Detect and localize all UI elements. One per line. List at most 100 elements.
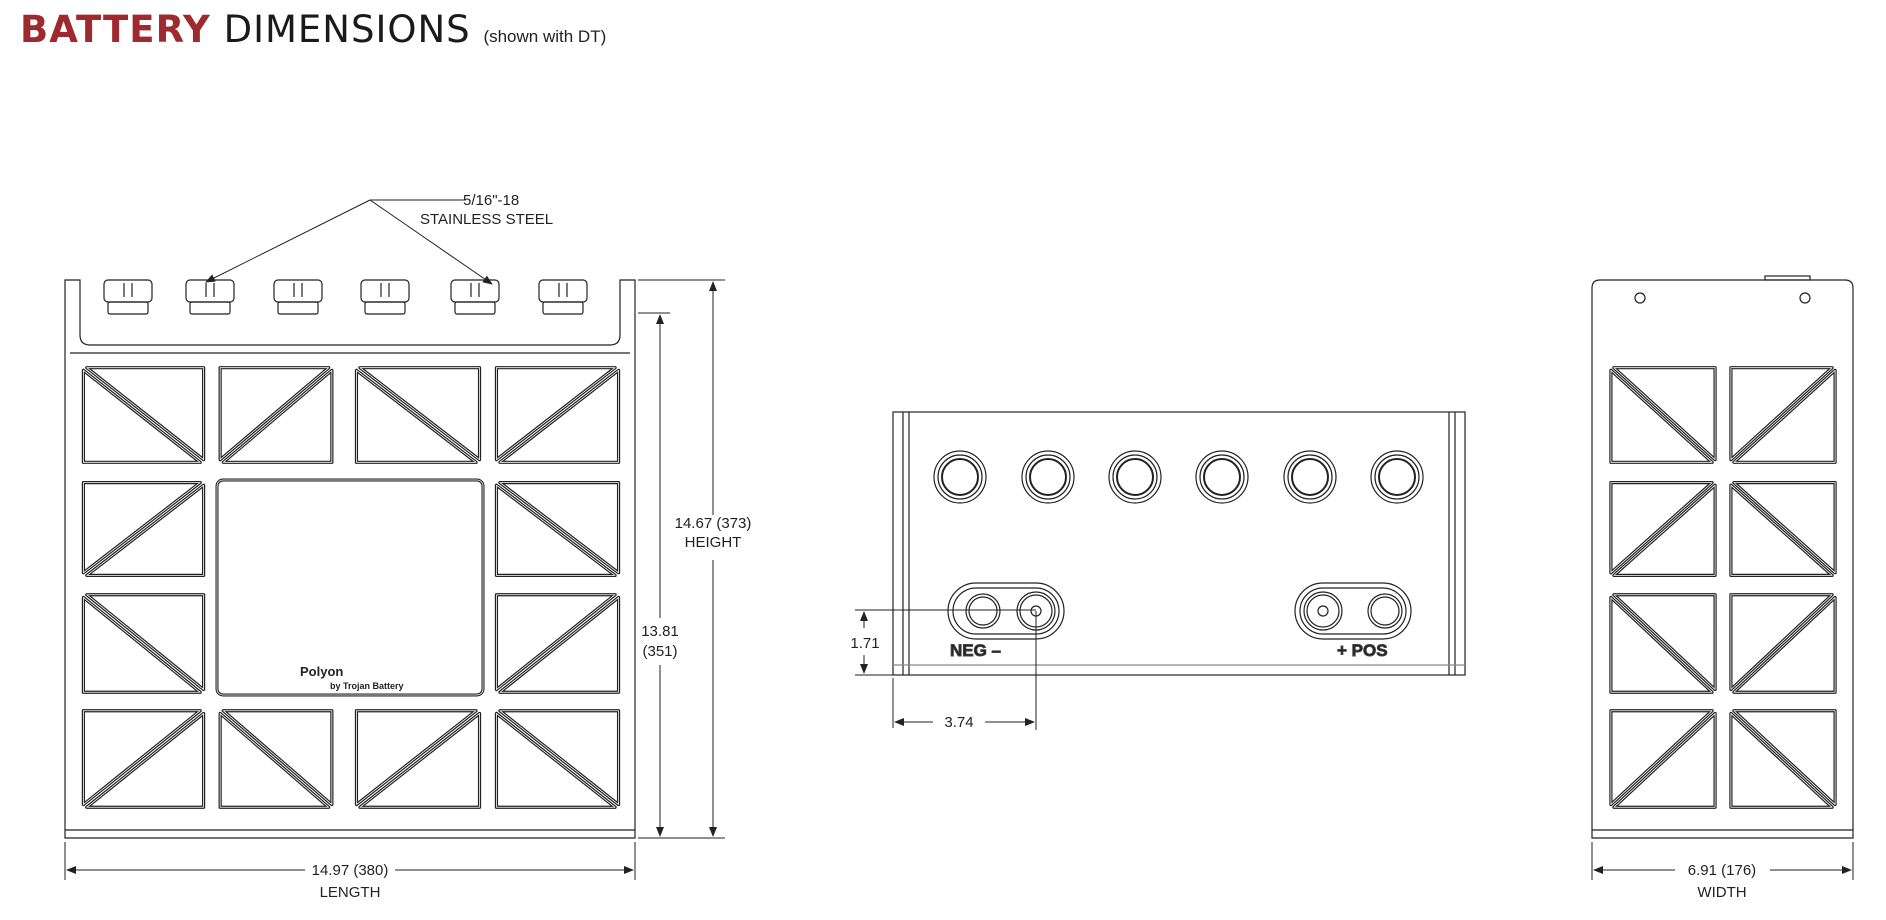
rib-triangle-inner (496, 367, 616, 461)
rib-triangle-inner (222, 710, 333, 805)
dim-1-71: 1.71 (850, 635, 879, 652)
rib-triangle-inner (1733, 369, 1836, 463)
title-battery: BATTERY (20, 8, 211, 51)
rib-triangle-inner (1730, 594, 1833, 690)
rib-triangle-inner (1733, 710, 1836, 805)
front-rib-pattern (81, 366, 621, 809)
center-label-panel (215, 478, 485, 697)
rib-triangle-inner (86, 367, 205, 461)
vent-cap-inner (1116, 458, 1154, 496)
vent-cap-inner (941, 458, 979, 496)
side-rib-pattern (1609, 366, 1837, 809)
vent-cap (103, 279, 153, 303)
rib-triangle-inner (1613, 713, 1716, 808)
rib-triangle-inner (1730, 367, 1833, 461)
vent-cap (185, 279, 235, 303)
rib-triangle-inner (1610, 710, 1713, 805)
page-title: BATTERY DIMENSIONS (shown with DT) (20, 8, 606, 51)
rib-triangle-inner (219, 367, 330, 461)
rib-triangle-inner (1613, 367, 1716, 461)
rib-triangle-inner (496, 713, 616, 808)
vent-cap-ring (1374, 454, 1420, 500)
rib-triangle-inner (1730, 713, 1833, 808)
top-outline (892, 411, 1466, 676)
vent-cap-inner (1029, 458, 1067, 496)
rib-triangle-inner (499, 597, 619, 693)
top-view (892, 411, 1466, 676)
vent-cap (360, 279, 410, 303)
front-body-outline (64, 279, 636, 839)
vent-cap-base (542, 301, 584, 315)
vent-cap-base (107, 301, 149, 315)
width-dimension (1591, 842, 1854, 880)
side-outline (1591, 279, 1854, 839)
rib-triangle-inner (499, 710, 619, 805)
vent-cap (538, 279, 588, 303)
rib-triangle-inner (1613, 484, 1716, 576)
pos-label: + POS (1337, 641, 1388, 660)
rib-triangle-inner (356, 710, 477, 805)
title-subtitle: (shown with DT) (483, 27, 607, 46)
vent-cap-base (277, 301, 319, 315)
rib-triangle-inner (222, 369, 333, 463)
vent-cap-outer (1195, 450, 1249, 504)
rib-triangle-inner (1610, 597, 1713, 693)
vent-cap-ring (1112, 454, 1158, 500)
vent-cap-outer (1370, 450, 1424, 504)
rib-triangle-inner (1733, 597, 1836, 693)
rib-triangle-inner (86, 713, 205, 808)
rib-triangle-inner (356, 369, 477, 463)
logo-brand: Polyon (300, 664, 343, 679)
vent-cap-ring (1287, 454, 1333, 500)
neg-label: NEG – (950, 641, 1001, 660)
logo-tagline: by Trojan Battery (330, 681, 404, 691)
width-value: 6.91 (176) (1688, 862, 1756, 879)
callout-material: STAINLESS STEEL (420, 211, 553, 228)
vent-cap-outer (933, 450, 987, 504)
vent-cap-ring (1025, 454, 1071, 500)
rib-triangle-inner (499, 482, 619, 574)
height-dimension (64, 279, 725, 880)
rib-triangle-inner (82, 369, 201, 463)
height-label: HEIGHT (685, 534, 742, 551)
length-value: 14.97 (380) (312, 862, 389, 879)
length-label: LENGTH (320, 884, 381, 901)
terminal-dimensions (855, 609, 1037, 730)
rib-triangle-inner (82, 482, 201, 574)
rib-triangle-inner (496, 484, 616, 576)
vent-cap-base (454, 301, 496, 315)
pos-terminal-link (1294, 582, 1412, 640)
vent-cap-inner (1203, 458, 1241, 496)
vent-caps (103, 279, 588, 315)
rib-triangle-inner (82, 597, 201, 693)
vent-cap-outer (1283, 450, 1337, 504)
rib-triangle-inner (499, 369, 619, 463)
vent-cap-inner (1378, 458, 1416, 496)
vent-cap-outer (1108, 450, 1162, 504)
vent-cap-outer (1021, 450, 1075, 504)
inner-height-metric: (351) (642, 643, 677, 660)
vent-cap-inner (1291, 458, 1329, 496)
rib-triangle-inner (86, 484, 205, 576)
rib-triangle-inner (86, 594, 205, 690)
rib-triangle-inner (1610, 369, 1713, 463)
vent-cap-base (189, 301, 231, 315)
front-view (64, 279, 636, 839)
rib-triangle-inner (1613, 594, 1716, 690)
vent-cap-ring (1199, 454, 1245, 500)
vent-cap (273, 279, 323, 303)
rib-triangle-inner (1733, 482, 1836, 574)
rib-triangle-inner (496, 594, 616, 690)
inner-height-value: 13.81 (641, 623, 679, 640)
side-view (1591, 275, 1854, 839)
vent-cap-base (364, 301, 406, 315)
rib-triangle-inner (1730, 484, 1833, 576)
rib-triangle-inner (1610, 482, 1713, 574)
top-vent-caps (933, 450, 1424, 504)
width-label: WIDTH (1697, 884, 1746, 901)
title-dimensions: DIMENSIONS (223, 8, 471, 51)
height-value: 14.67 (373) (675, 515, 752, 532)
dim-3-74: 3.74 (944, 714, 973, 731)
neg-terminal-link (947, 582, 1065, 640)
